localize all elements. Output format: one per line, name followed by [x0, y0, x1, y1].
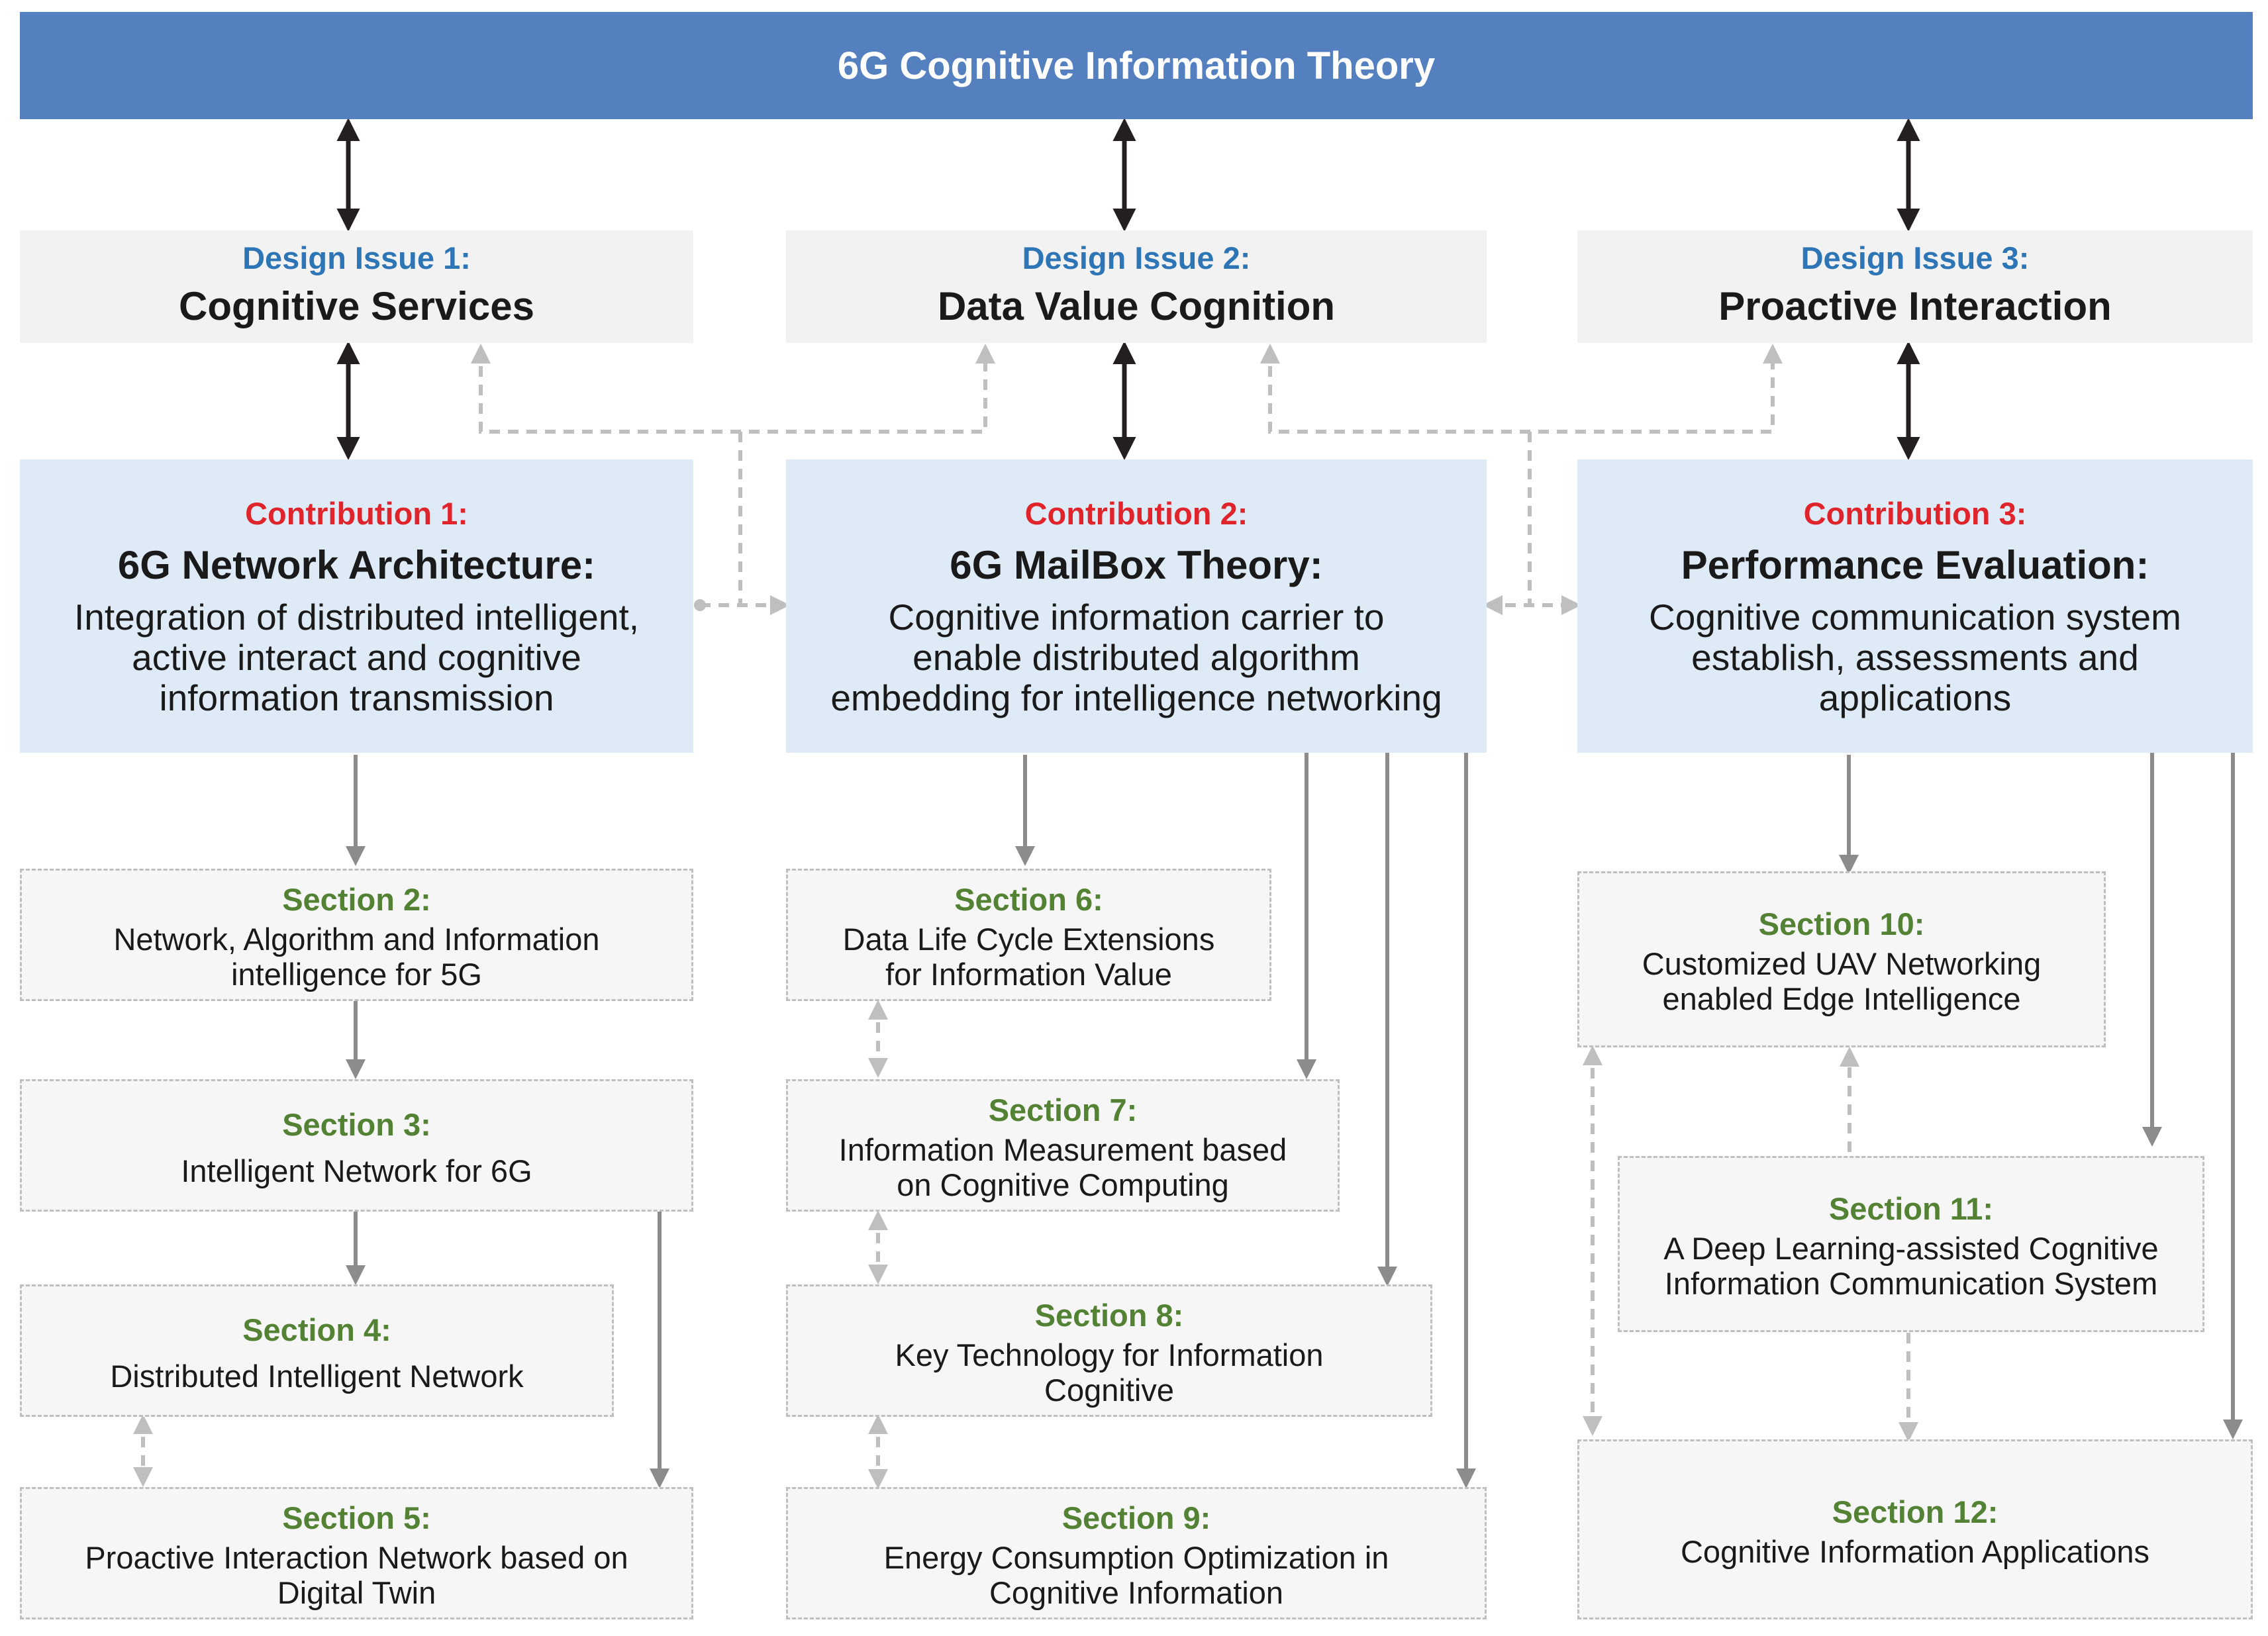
section-8-label: Section 8:	[1034, 1298, 1184, 1333]
contribution-1-label: Contribution 1:	[245, 496, 468, 531]
issue1-issue2-dashed-link	[471, 344, 995, 434]
contribution-1-desc-line-3: information transmission	[159, 677, 554, 718]
contribution-2-desc-line-1: Cognitive information carrier to	[888, 597, 1385, 638]
section-5-desc-line-2: Digital Twin	[277, 1575, 436, 1610]
section-6-desc-line-1: Data Life Cycle Extensions	[842, 922, 1215, 957]
section-6-box: Section 6: Data Life Cycle Extensions fo…	[786, 869, 1271, 1001]
section-5-label: Section 5:	[282, 1500, 431, 1535]
section-11-box: Section 11: A Deep Learning-assisted Cog…	[1618, 1156, 2204, 1332]
contribution-3-desc-line-1: Cognitive communication system	[1649, 597, 2181, 638]
section-2-desc-line-1: Network, Algorithm and Information	[113, 922, 600, 957]
design-issue-1-title: Cognitive Services	[179, 284, 534, 328]
section-2-box: Section 2: Network, Algorithm and Inform…	[20, 869, 693, 1001]
contribution-1-desc-line-1: Integration of distributed intelligent,	[74, 597, 640, 638]
section-10-desc-line-1: Customized UAV Networking	[1642, 946, 2042, 981]
section-3-box: Section 3: Intelligent Network for 6G	[20, 1079, 693, 1212]
contribution-1: Contribution 1: 6G Network Architecture:…	[20, 459, 693, 753]
section-4-box: Section 4: Distributed Intelligent Netwo…	[20, 1284, 614, 1417]
contribution-1-desc-line-2: active interact and cognitive	[132, 637, 581, 678]
contrib1-link-dot	[694, 599, 706, 611]
design-issue-1-label: Design Issue 1:	[242, 240, 471, 275]
section-10-label: Section 10:	[1758, 906, 1925, 941]
section-6-label: Section 6:	[954, 882, 1103, 917]
design-issue-1: Design Issue 1: Cognitive Services	[20, 230, 693, 343]
section-8-desc-line-1: Key Technology for Information	[895, 1337, 1324, 1372]
design-issue-2: Design Issue 2: Data Value Cognition	[786, 230, 1487, 343]
contribution-2-title: 6G MailBox Theory:	[950, 543, 1323, 587]
section-5-box: Section 5: Proactive Interaction Network…	[20, 1487, 693, 1619]
contribution-3-title: Performance Evaluation:	[1681, 543, 2149, 587]
section-4-label: Section 4:	[242, 1312, 391, 1347]
section-4-desc-line-1: Distributed Intelligent Network	[110, 1358, 524, 1394]
section-11-desc-line-1: A Deep Learning-assisted Cognitive	[1663, 1231, 2159, 1266]
section-8-box: Section 8: Key Technology for Informatio…	[786, 1284, 1432, 1417]
design-issue-2-label: Design Issue 2:	[1022, 240, 1251, 275]
section-9-desc-line-1: Energy Consumption Optimization in	[883, 1540, 1389, 1575]
contribution-2: Contribution 2: 6G MailBox Theory: Cogni…	[786, 459, 1487, 753]
section-7-desc-line-1: Information Measurement based	[838, 1132, 1287, 1167]
section-2-label: Section 2:	[282, 882, 431, 917]
design-issue-3: Design Issue 3: Proactive Interaction	[1577, 230, 2253, 343]
section-9-label: Section 9:	[1061, 1500, 1211, 1535]
section-5-desc-line-1: Proactive Interaction Network based on	[85, 1540, 628, 1575]
contribution-3-desc-line-3: applications	[1818, 677, 2012, 718]
section-6-desc-line-2: for Information Value	[885, 957, 1172, 992]
section-9-desc-line-2: Cognitive Information	[989, 1575, 1284, 1610]
contribution-1-title: 6G Network Architecture:	[117, 543, 596, 587]
section-12-label: Section 12:	[1832, 1494, 1998, 1529]
section-3-label: Section 3:	[282, 1106, 431, 1142]
section-7-desc-line-2: on Cognitive Computing	[897, 1167, 1229, 1202]
contribution-2-label: Contribution 2:	[1024, 496, 1248, 531]
design-issue-2-title: Data Value Cognition	[937, 284, 1336, 328]
contribution-3-label: Contribution 3:	[1803, 496, 2027, 531]
main-title-banner: 6G Cognitive Information Theory	[20, 12, 2253, 119]
contribution-3: Contribution 3: Performance Evaluation: …	[1577, 459, 2253, 753]
section-7-label: Section 7:	[988, 1092, 1138, 1128]
section-12-box: Section 12: Cognitive Information Applic…	[1577, 1439, 2253, 1619]
section-2-desc-line-2: intelligence for 5G	[231, 957, 482, 992]
design-issue-3-label: Design Issue 3:	[1800, 240, 2030, 275]
section-3-desc-line-1: Intelligent Network for 6G	[181, 1153, 532, 1188]
contribution-2-desc-line-3: embedding for intelligence networking	[830, 677, 1442, 718]
section-11-label: Section 11:	[1828, 1191, 1994, 1226]
main-title: 6G Cognitive Information Theory	[837, 44, 1436, 87]
section-10-box: Section 10: Customized UAV Networking en…	[1577, 871, 2106, 1047]
contribution-3-desc-line-2: establish, assessments and	[1691, 637, 2139, 678]
section-11-desc-line-2: Information Communication System	[1664, 1266, 2158, 1301]
section-8-desc-line-2: Cognitive	[1044, 1372, 1174, 1408]
issue2-issue3-dashed-link	[1260, 344, 1783, 434]
contribution-2-desc-line-2: enable distributed algorithm	[912, 637, 1360, 678]
section-10-desc-line-2: enabled Edge Intelligence	[1662, 981, 2021, 1016]
section-9-box: Section 9: Energy Consumption Optimizati…	[786, 1487, 1487, 1619]
section-12-desc-line-1: Cognitive Information Applications	[1680, 1533, 2149, 1569]
design-issue-3-title: Proactive Interaction	[1718, 284, 2112, 328]
section-7-box: Section 7: Information Measurement based…	[786, 1079, 1340, 1212]
